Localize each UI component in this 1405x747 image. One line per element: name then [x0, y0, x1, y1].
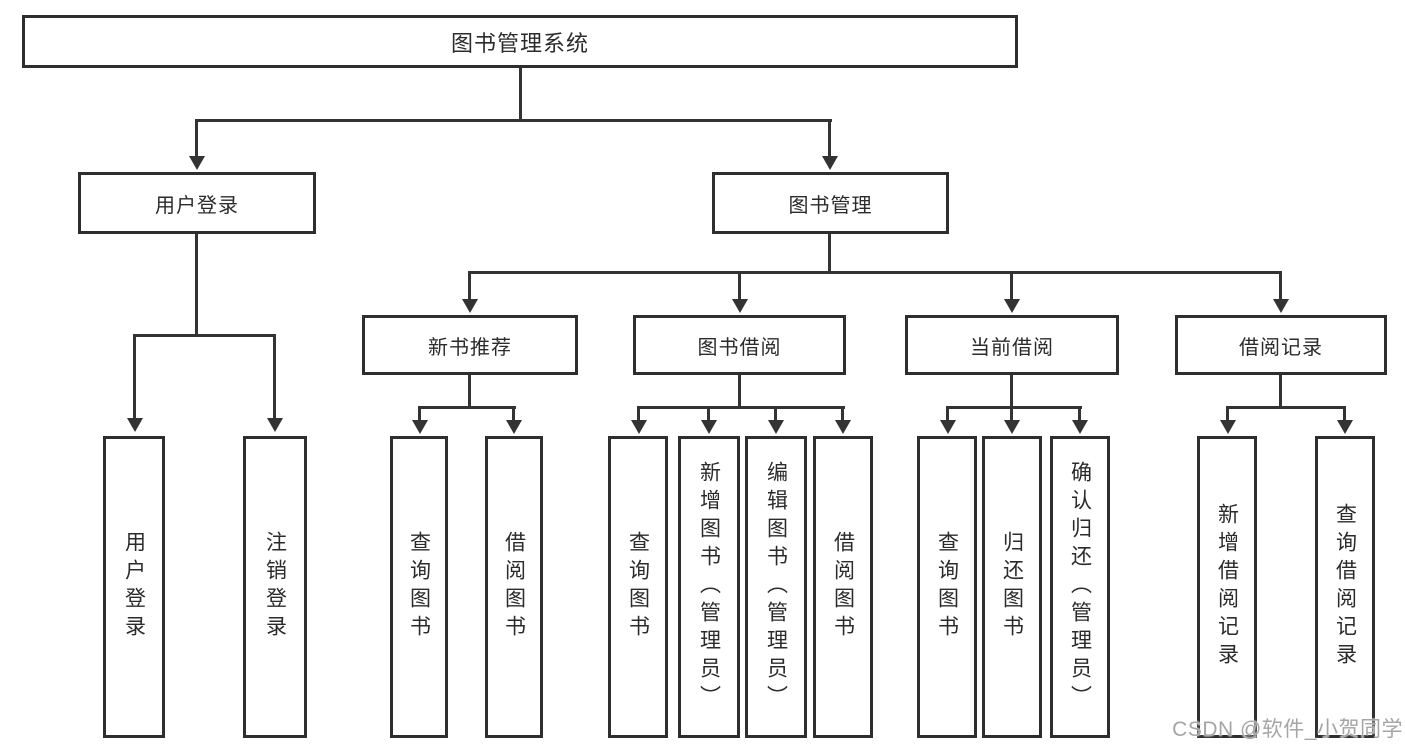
connector-current-borrow-bar — [946, 406, 1082, 409]
connector-borrow-record-bar — [1226, 406, 1346, 409]
arrow-to-leaf-cb-query — [946, 406, 949, 420]
arrow-to-leaf-bb-borrow — [841, 406, 844, 420]
connector-user-login-bar — [133, 334, 276, 337]
leaf-cb-return-books: 归还图书 — [982, 436, 1042, 738]
leaf-br-query-record: 查询借阅记录 — [1315, 436, 1375, 738]
node-label: 用户登录 — [155, 194, 239, 217]
node-label: 图书管理 — [788, 194, 873, 217]
leaf-label: 查询图书 — [935, 531, 959, 643]
arrow-to-leaf-br-add — [1226, 406, 1229, 420]
node-label: 图书借阅 — [697, 336, 782, 359]
leaf-bb-add-books-admin: 新增图书（管理员） — [678, 436, 740, 738]
node-root-library-system: 图书管理系统 — [22, 15, 1018, 68]
leaf-logout: 注销登录 — [243, 436, 307, 738]
arrow-to-leaf-bb-query — [637, 406, 640, 420]
node-label: 图书管理系统 — [450, 30, 589, 56]
leaf-bb-borrow-books: 借阅图书 — [813, 436, 873, 738]
leaf-label: 编辑图书（管理员） — [764, 461, 788, 713]
connector-book-mgmt-bar — [468, 271, 1281, 274]
leaf-cb-confirm-return-admin: 确认归还（管理员） — [1050, 436, 1110, 738]
arrow-to-leaf-bb-edit — [774, 406, 777, 420]
node-current-borrow: 当前借阅 — [905, 315, 1119, 375]
node-new-book-rec: 新书推荐 — [362, 315, 578, 375]
node-borrow-record: 借阅记录 — [1175, 315, 1387, 375]
arrow-to-leaf-br-query — [1343, 406, 1346, 420]
arrow-to-leaf-nbr-query — [418, 406, 421, 420]
arrow-to-leaf-logout — [273, 334, 276, 418]
node-book-borrow: 图书借阅 — [633, 315, 846, 375]
node-book-mgmt: 图书管理 — [712, 172, 949, 234]
connector-current-borrow-stub — [1010, 375, 1013, 409]
node-label: 新书推荐 — [428, 336, 512, 359]
leaf-nbr-borrow-books: 借阅图书 — [485, 436, 543, 738]
leaf-label: 借阅图书 — [831, 531, 855, 643]
leaf-bb-edit-books-admin: 编辑图书（管理员） — [745, 436, 807, 738]
arrow-to-user-login — [195, 119, 198, 156]
arrow-to-leaf-bb-add — [707, 406, 710, 420]
node-user-login: 用户登录 — [78, 172, 316, 234]
arrow-to-book-borrow — [738, 271, 741, 299]
connector-user-login-stub — [195, 234, 198, 337]
leaf-bb-query-books: 查询图书 — [608, 436, 668, 738]
leaf-label: 查询图书 — [407, 531, 431, 643]
leaf-label: 注销登录 — [263, 531, 287, 643]
connector-book-borrow-stub — [738, 375, 741, 409]
leaf-label: 新增图书（管理员） — [697, 461, 721, 713]
leaf-label: 新增借阅记录 — [1215, 503, 1239, 671]
arrow-to-leaf-cb-return — [1010, 406, 1013, 420]
connector-root-bar — [196, 119, 832, 122]
node-label: 借阅记录 — [1239, 336, 1323, 359]
connector-book-borrow-bar — [637, 406, 845, 409]
leaf-label: 用户登录 — [122, 531, 146, 643]
arrow-to-leaf-cb-confirm — [1078, 406, 1081, 420]
connector-root-stub — [519, 68, 522, 121]
leaf-nbr-query-books: 查询图书 — [390, 436, 448, 738]
connector-book-mgmt-stub — [828, 234, 831, 274]
arrow-to-book-mgmt — [828, 119, 831, 156]
node-label: 当前借阅 — [970, 336, 1054, 359]
arrow-to-borrow-record — [1279, 271, 1282, 299]
leaf-user-login: 用户登录 — [103, 436, 165, 738]
arrow-to-new-book-rec — [468, 271, 471, 299]
leaf-cb-query-books: 查询图书 — [917, 436, 977, 738]
leaf-label: 借阅图书 — [502, 531, 526, 643]
connector-new-book-rec-stub — [468, 375, 471, 409]
arrow-to-current-borrow — [1010, 271, 1013, 299]
leaf-label: 查询图书 — [626, 531, 650, 643]
arrow-to-leaf-user-login — [133, 334, 136, 418]
connector-borrow-record-stub — [1279, 375, 1282, 409]
csdn-watermark: CSDN @软件_小贺同学 — [1172, 718, 1403, 741]
arrow-to-leaf-nbr-borrow — [512, 406, 515, 420]
leaf-label: 确认归还（管理员） — [1068, 461, 1092, 713]
leaf-br-add-record: 新增借阅记录 — [1197, 436, 1257, 738]
leaf-label: 查询借阅记录 — [1333, 503, 1357, 671]
leaf-label: 归还图书 — [1000, 531, 1024, 643]
connector-new-book-rec-bar — [418, 406, 516, 409]
